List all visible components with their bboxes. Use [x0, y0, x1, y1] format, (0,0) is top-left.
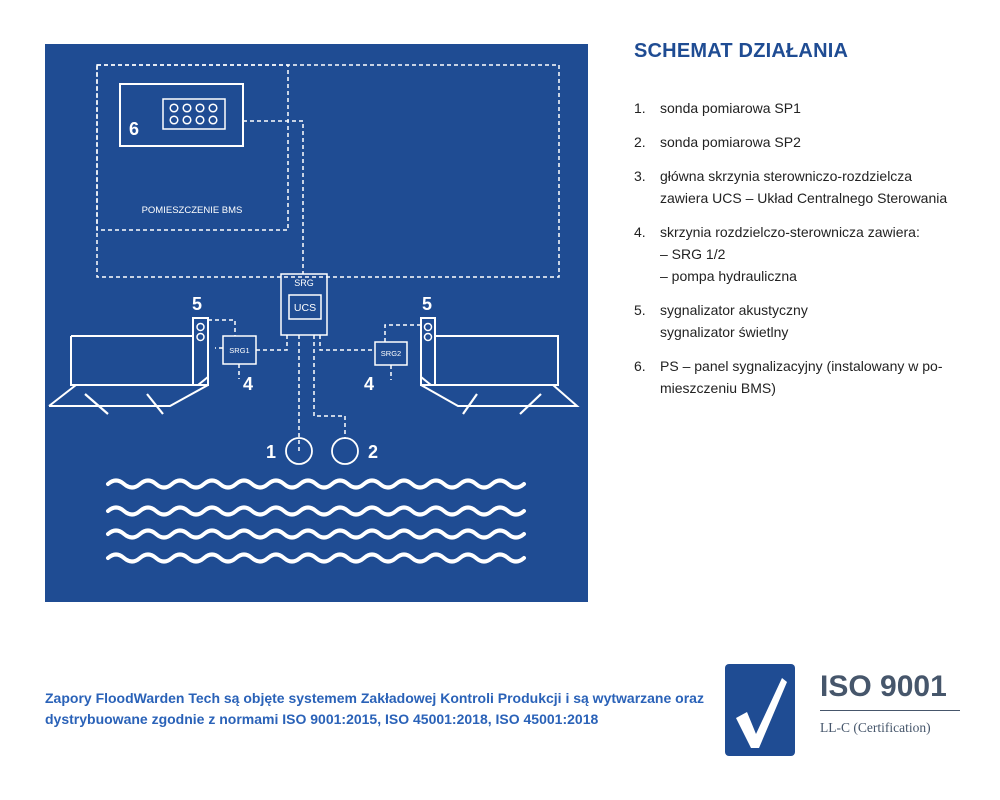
legend-item-text: sygnalizator akustyczny sygnalizator świ… — [660, 302, 808, 340]
legend-item-number: 5. — [634, 302, 646, 318]
srg1-label: SRG1 — [229, 346, 249, 355]
iso-subtitle: LL-C (Certification) — [820, 720, 931, 735]
ucs-label: UCS — [294, 302, 316, 314]
probe-marker-1: 1 — [266, 442, 276, 462]
srg-label: SRG — [294, 278, 314, 288]
probe-marker-2: 2 — [368, 442, 378, 462]
legend-item-text: skrzynia rozdzielczo-sterownicza zawiera… — [660, 224, 920, 284]
certification-statement: Zapory FloodWarden Tech są objęte system… — [45, 690, 704, 727]
signaller-marker-5-left: 5 — [192, 294, 202, 314]
legend-item-number: 6. — [634, 358, 646, 374]
legend-item: 3. główna skrzynia sterowniczo-rozdzielcz… — [634, 165, 974, 209]
ucs-box — [288, 294, 322, 320]
iso-divider — [820, 710, 960, 711]
legend-item: 4. skrzynia rozdzielczo-sterownicza zawie… — [634, 221, 974, 287]
legend-item-number: 3. — [634, 168, 646, 184]
box-marker-4-right: 4 — [364, 374, 374, 394]
diagram-background — [45, 44, 588, 602]
left-signaller-post — [192, 317, 209, 386]
srg2-label: SRG2 — [381, 349, 401, 358]
panel-indicator-box — [162, 98, 226, 130]
legend-item: 6. PS – panel sygnalizacyjny (instalowany… — [634, 355, 974, 399]
signalling-panel — [119, 83, 244, 147]
legend-item-number: 1. — [634, 100, 646, 116]
flood-barrier-diagram: 6 POMIESZCZENIE BMS SRG UCS SRG1 SRG2 5 … — [45, 44, 588, 602]
probe-sp2 — [331, 437, 359, 465]
legend-item-text: główna skrzynia sterowniczo-rozdzielcza … — [660, 168, 948, 206]
legend-item-text: sonda pomiarowa SP2 — [660, 134, 801, 150]
bms-room-outline — [96, 64, 289, 231]
legend-title: SCHEMAT DZIAŁANIA — [634, 40, 849, 62]
legend-item: 2. sonda pomiarowa SP2 — [634, 131, 974, 153]
legend-list: 1. sonda pomiarowa SP1 2. sonda pomiarowa … — [634, 97, 974, 399]
legend-item-text: PS – panel sygnalizacyjny (instalowany w… — [660, 358, 943, 396]
bms-room-label: POMIESZCZENIE BMS — [142, 205, 243, 216]
checkmark-icon — [725, 664, 795, 756]
legend-item-number: 4. — [634, 224, 646, 240]
legend-item-number: 2. — [634, 134, 646, 150]
signaller-marker-5-right: 5 — [422, 294, 432, 314]
legend-panel: SCHEMAT DZIAŁANIA 1. sonda pomiarowa SP1 … — [634, 40, 974, 411]
iso-title: ISO 9001 — [820, 670, 947, 703]
probe-sp1 — [285, 437, 313, 465]
legend-item-text: sonda pomiarowa SP1 — [660, 100, 801, 116]
legend-item: 1. sonda pomiarowa SP1 — [634, 97, 974, 119]
legend-item: 5. sygnalizator akustyczny sygnalizator ś… — [634, 299, 974, 343]
iso-badge: ISO 9001 LL-C (Certification) — [725, 664, 965, 756]
main-control-box — [280, 273, 328, 336]
box-marker-4-left: 4 — [243, 374, 253, 394]
panel-marker-6: 6 — [129, 119, 139, 139]
water-waves — [106, 478, 526, 564]
right-signaller-post — [420, 317, 436, 386]
